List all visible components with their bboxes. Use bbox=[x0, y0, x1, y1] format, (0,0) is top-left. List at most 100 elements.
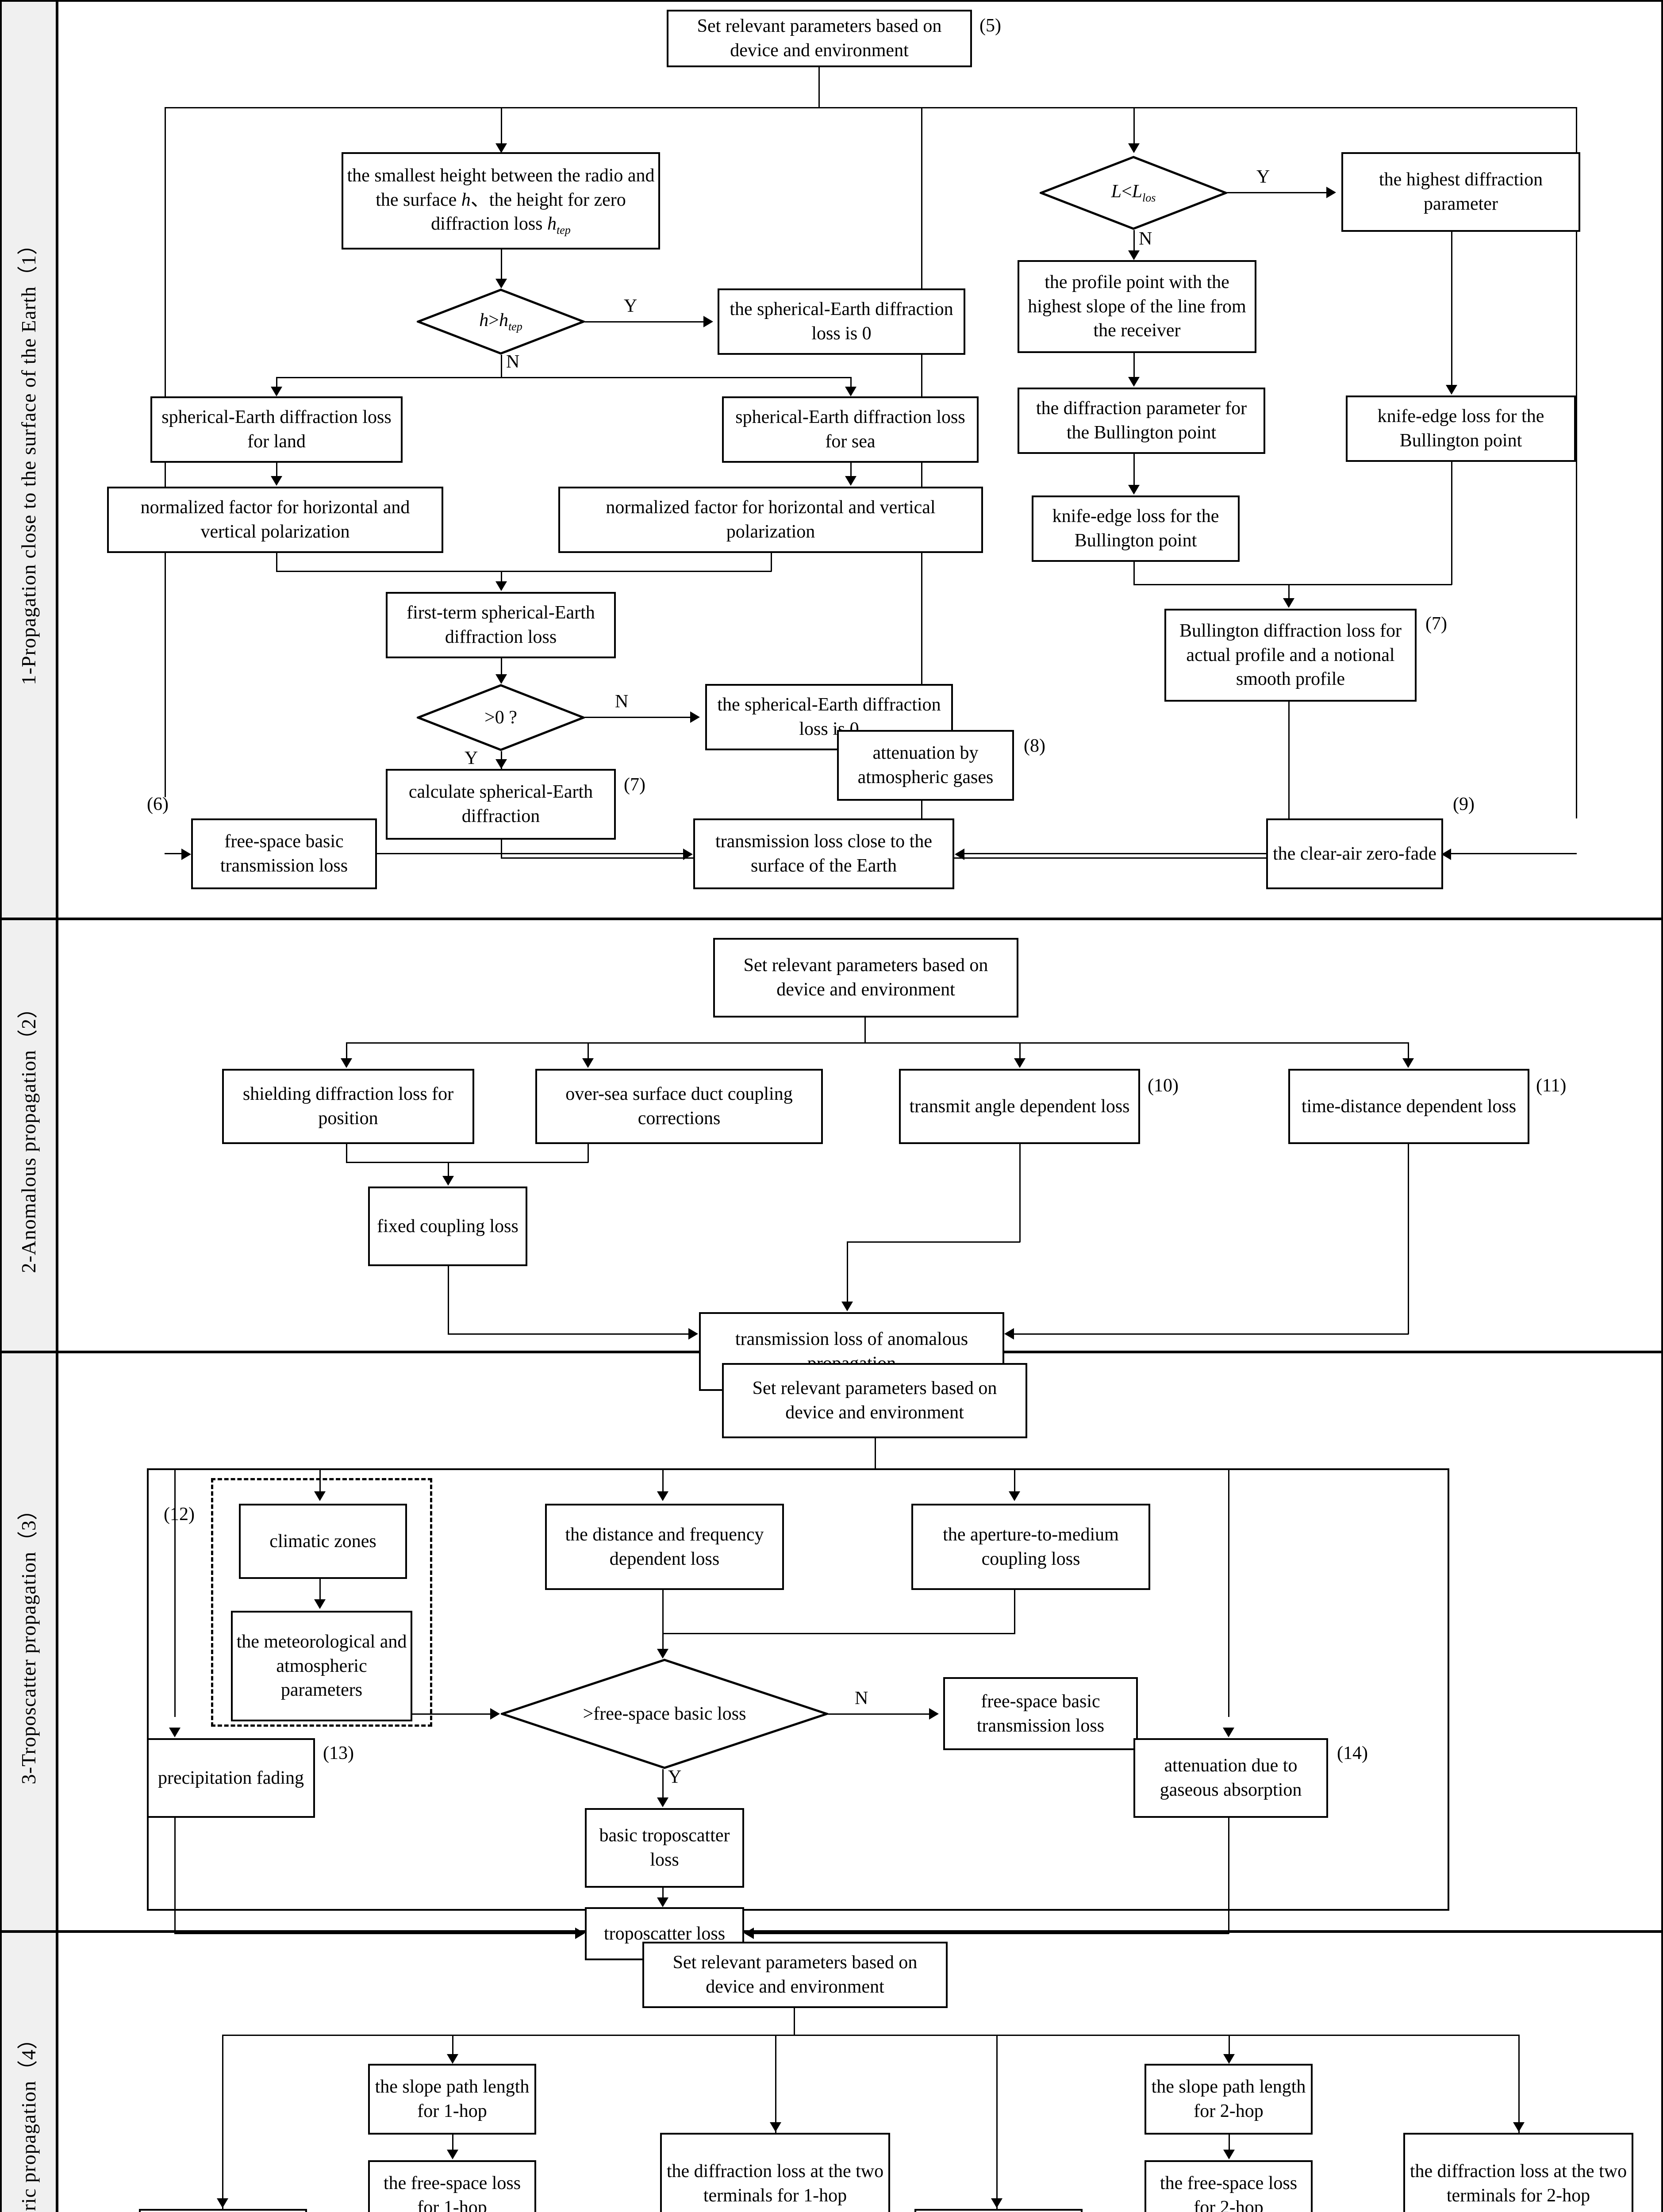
s4-set-params-box[interactable]: Set relevant parameters based on device … bbox=[642, 1942, 948, 2008]
s1-kniferight-down bbox=[1451, 462, 1452, 585]
s1-clear-air-box[interactable]: the clear-air zero-fade bbox=[1266, 818, 1443, 889]
s1-llos-yes-arrow bbox=[1326, 187, 1336, 198]
s4-arrow-free1 bbox=[447, 2150, 458, 2159]
s1-spherical-zero-box[interactable]: the spherical-Earth diffraction loss is … bbox=[718, 288, 965, 355]
section-2-anomalous-propagation: 2-Anomalous propagation（2） Set relevant … bbox=[2, 920, 1661, 1391]
s1-heights-box[interactable]: the smallest height between the radio an… bbox=[342, 152, 660, 250]
s1-profile-point-box[interactable]: the profile point with the highest slope… bbox=[1018, 260, 1256, 353]
s3-arrow-meteo-dec bbox=[490, 1708, 500, 1720]
s2-arrow-anom-top bbox=[841, 1302, 853, 1311]
s1-trans-close-box[interactable]: transmission loss close to the surface o… bbox=[693, 818, 954, 889]
s2-fixed-coupling-box[interactable]: fixed coupling loss bbox=[368, 1187, 527, 1266]
s3-meteorological-box[interactable]: the meteorological and atmospheric param… bbox=[231, 1611, 412, 1721]
s1-set-params-box[interactable]: Set relevant parameters based on device … bbox=[667, 10, 972, 67]
s1-gt0-no-label: N bbox=[615, 691, 629, 712]
s4-drop-slope2 bbox=[1229, 2035, 1230, 2058]
s3-dashed-group-12 bbox=[211, 1478, 432, 1727]
s1-atten-gases-box[interactable]: attenuation by atmospheric gases bbox=[837, 730, 1014, 801]
s1-arrow-close-right bbox=[955, 849, 964, 860]
s3-arrow-tropo-right bbox=[744, 1928, 754, 1939]
s3-drop-aperture bbox=[1014, 1468, 1015, 1495]
s4-diff-2hop-box[interactable]: the diffraction loss at the two terminal… bbox=[1403, 2133, 1633, 2212]
section-4-label-text: 4-Ionospheric propagation（4） bbox=[17, 2028, 40, 2212]
s1-arrow-first-term bbox=[495, 581, 507, 591]
section-3-label: 3-Troposcatter propagation（3） bbox=[2, 1353, 58, 1930]
s1-tag-7b: (7) bbox=[1425, 614, 1447, 634]
s1-h-no-right-drop bbox=[850, 377, 852, 391]
s1-to-heights bbox=[501, 107, 502, 145]
s3-aperture-box[interactable]: the aperture-to-medium coupling loss bbox=[911, 1504, 1150, 1590]
s1-decision-h-gt-htep[interactable]: h>htep bbox=[417, 288, 585, 355]
s1-spherical-sea-box[interactable]: spherical-Earth diffraction loss for sea bbox=[722, 396, 979, 463]
s3-merge-dec bbox=[662, 1633, 1015, 1634]
s1-highest-param-box[interactable]: the highest diffraction parameter bbox=[1341, 152, 1580, 232]
s1-norm-left-box[interactable]: normalized factor for horizontal and ver… bbox=[107, 487, 443, 553]
s2-oversea-down bbox=[588, 1144, 589, 1163]
s1-bull-down bbox=[1288, 702, 1290, 858]
s4-iono-1hop-box[interactable]: the ionospheric loss for 1-hop bbox=[139, 2209, 307, 2212]
s1-bullington-diff-box[interactable]: Bullington diffraction loss for actual p… bbox=[1164, 609, 1417, 702]
s3-dist-freq-box[interactable]: the distance and frequency dependent los… bbox=[545, 1504, 784, 1590]
s4-iono-2hop-box[interactable]: the ionospheric loss for 2-hop bbox=[914, 2209, 1083, 2212]
s2-oversea-box[interactable]: over-sea surface duct coupling correctio… bbox=[535, 1069, 823, 1144]
s1-free-space-box[interactable]: free-space basic transmission loss bbox=[191, 818, 377, 889]
s1-llos-yes-label: Y bbox=[1256, 167, 1270, 187]
s1-decision-llos-text: L<Llos bbox=[1111, 181, 1156, 204]
s2-set-params-box[interactable]: Set relevant parameters based on device … bbox=[713, 938, 1018, 1018]
s3-set-params-box[interactable]: Set relevant parameters based on device … bbox=[722, 1363, 1027, 1438]
s4-arrow-diff2 bbox=[1513, 2122, 1525, 2132]
s1-knife-right-box[interactable]: knife-edge loss for the Bullington point bbox=[1346, 396, 1576, 462]
s4-slope-1hop-box[interactable]: the slope path length for 1-hop bbox=[368, 2064, 536, 2135]
s2-fixed-drop bbox=[448, 1162, 449, 1179]
s1-bus-down bbox=[818, 67, 820, 108]
s1-knife-left-box[interactable]: knife-edge loss for the Bullington point bbox=[1032, 495, 1240, 562]
s1-norm-merge bbox=[276, 571, 772, 572]
s1-h-no-label: N bbox=[506, 352, 520, 372]
section-2-label-text: 2-Anomalous propagation（2） bbox=[17, 998, 40, 1273]
section-4-ionospheric-propagation: 4-Ionospheric propagation（4） Set relevan… bbox=[2, 1933, 1661, 2212]
s1-highest-down bbox=[1451, 232, 1452, 390]
s3-drop-climatic bbox=[319, 1468, 321, 1495]
s1-norm-right-box[interactable]: normalized factor for horizontal and ver… bbox=[558, 487, 983, 553]
s4-diff-1hop-box[interactable]: the diffraction loss at the two terminal… bbox=[660, 2133, 890, 2212]
s3-precipitation-box[interactable]: precipitation fading bbox=[147, 1738, 315, 1818]
s3-climatic-zones-box[interactable]: climatic zones bbox=[239, 1504, 407, 1579]
s4-free-2hop-box[interactable]: the free-space loss for 2-hop bbox=[1145, 2160, 1313, 2212]
s1-heights-text: the smallest height between the radio an… bbox=[347, 165, 655, 237]
s1-llos-yes-line bbox=[1227, 192, 1327, 193]
s3-decision-free-space[interactable]: >free-space basic loss bbox=[501, 1659, 828, 1769]
s3-gaseous-left bbox=[753, 1933, 1229, 1934]
s3-aperture-down bbox=[1014, 1590, 1015, 1634]
s1-profile-down bbox=[1133, 353, 1135, 381]
s1-farright-rail bbox=[1576, 107, 1577, 818]
s1-first-term-box[interactable]: first-term spherical-Earth diffraction l… bbox=[386, 592, 616, 658]
s4-free-1hop-box[interactable]: the free-space loss for 1-hop bbox=[368, 2160, 536, 2212]
s3-free-space-box[interactable]: free-space basic transmission loss bbox=[943, 1677, 1138, 1750]
s1-arrow-clearair bbox=[1441, 849, 1451, 860]
section-3-canvas: Set relevant parameters based on device … bbox=[58, 1353, 1661, 1960]
s4-arrow-free2 bbox=[1223, 2150, 1235, 2159]
s1-sea-down bbox=[850, 463, 852, 481]
s3-rail-precip bbox=[174, 1468, 176, 1717]
s1-clearair-to-close bbox=[964, 853, 1266, 854]
s4-bus-down bbox=[794, 2008, 795, 2035]
s1-decision-l-lt-llos[interactable]: L<Llos bbox=[1040, 156, 1227, 230]
s2-timedist-left bbox=[1014, 1333, 1409, 1335]
s2-transmit-angle-box[interactable]: transmit angle dependent loss bbox=[899, 1069, 1140, 1144]
s4-slope2-down bbox=[1229, 2135, 1230, 2153]
s1-gt0-yes-label: Y bbox=[465, 748, 478, 768]
s2-time-distance-box[interactable]: time-distance dependent loss bbox=[1288, 1069, 1529, 1144]
section-1-label: 1-Propagation close to the surface of th… bbox=[2, 2, 58, 918]
s1-calc-spherical-box[interactable]: calculate spherical-Earth diffraction bbox=[386, 769, 616, 840]
s4-slope-2hop-box[interactable]: the slope path length for 2-hop bbox=[1145, 2064, 1313, 2135]
s3-tag-14: (14) bbox=[1337, 1743, 1368, 1763]
section-1-label-text: 1-Propagation close to the surface of th… bbox=[17, 234, 40, 685]
s3-gaseous-abs-box[interactable]: attenuation due to gaseous absorption bbox=[1133, 1738, 1328, 1818]
s1-diff-param-bull-box[interactable]: the diffraction parameter for the Bullin… bbox=[1018, 388, 1265, 454]
s1-spherical-land-box[interactable]: spherical-Earth diffraction loss for lan… bbox=[150, 396, 403, 463]
s3-basic-troposcatter-box[interactable]: basic troposcatter loss bbox=[585, 1808, 744, 1888]
s3-drop-distfreq bbox=[662, 1468, 664, 1495]
s1-arrow-close-left bbox=[683, 849, 693, 860]
s2-shielding-box[interactable]: shielding diffraction loss for position bbox=[222, 1069, 474, 1144]
s1-decision-gt0[interactable]: >0 ? bbox=[417, 684, 585, 751]
